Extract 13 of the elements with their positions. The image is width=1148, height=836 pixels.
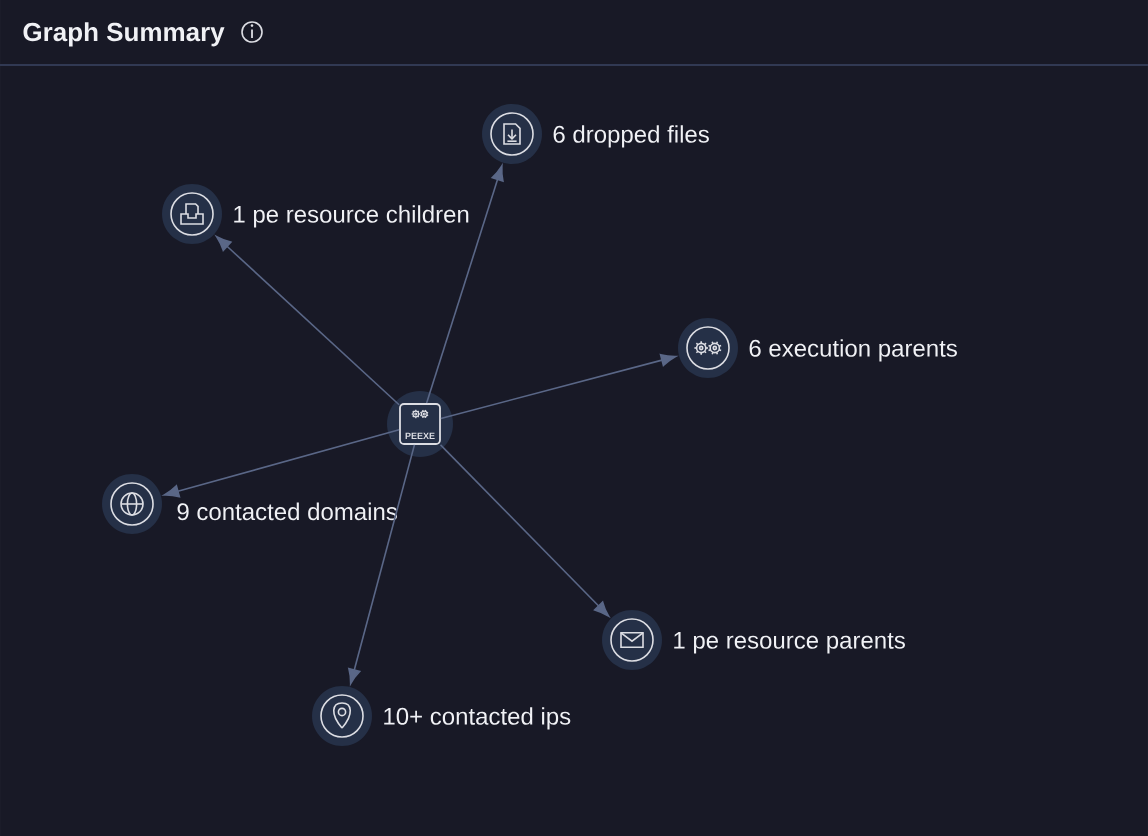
node-label: 9 contacted domains [177, 502, 397, 521]
node-label: 1 pe resource children [234, 205, 469, 228]
arrow [440, 353, 677, 420]
node-label: 6 dropped files [553, 125, 709, 148]
arrow [215, 235, 400, 406]
node-label: 1 pe resource parents [674, 632, 905, 654]
arrow [439, 444, 610, 617]
arrow [425, 165, 504, 404]
arrow [348, 444, 416, 685]
node-label: 6 execution parents [749, 339, 957, 362]
node-label: 10+ contacted ips [384, 707, 571, 730]
arrow [163, 429, 400, 498]
title: Graph Summary [23, 22, 225, 47]
